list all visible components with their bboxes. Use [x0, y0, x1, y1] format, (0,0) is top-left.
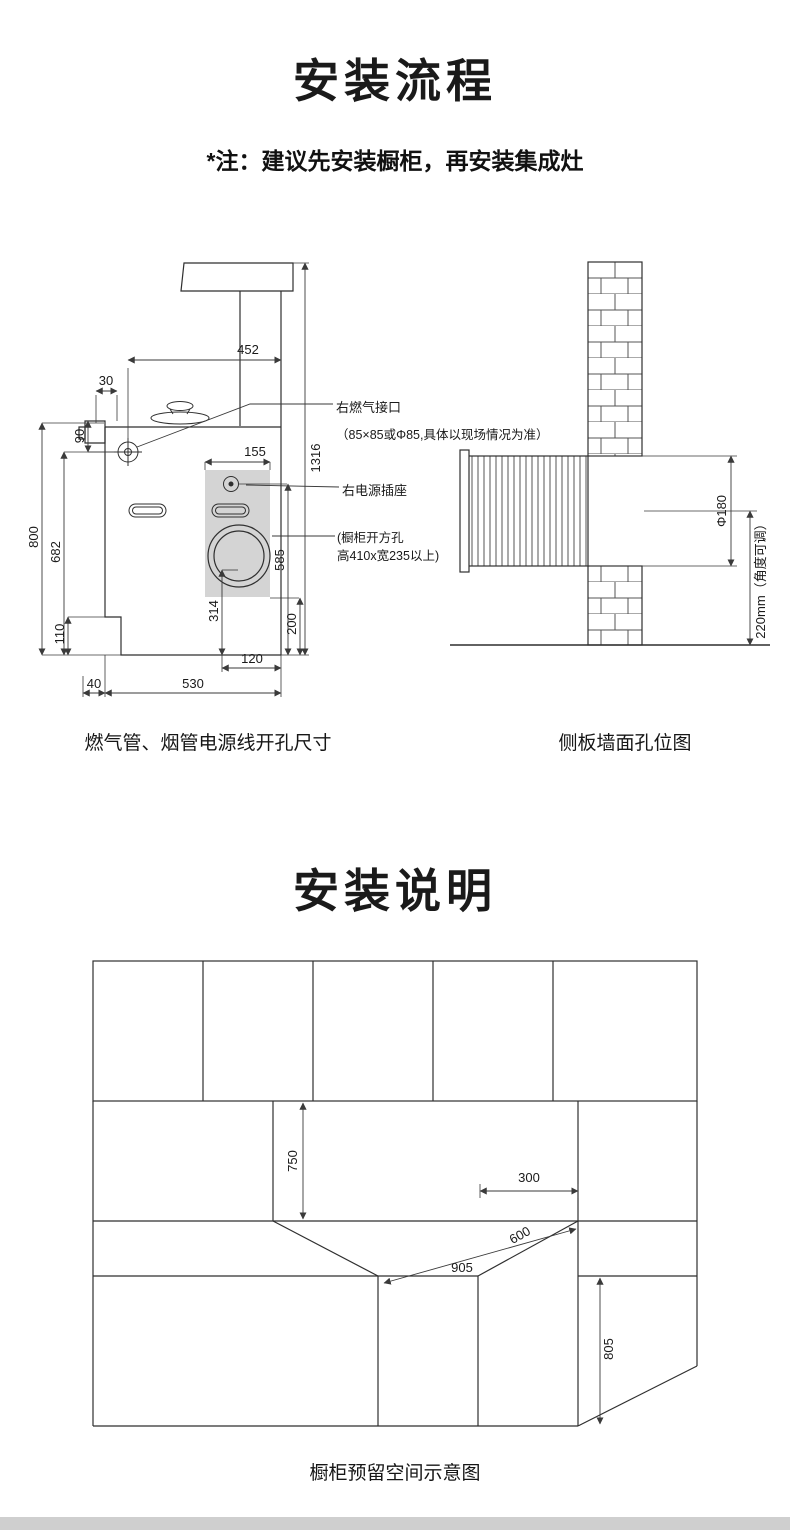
install-note: *注：建议先安装橱柜，再安装集成灶	[206, 148, 584, 174]
power-socket-icon	[223, 476, 239, 492]
dim-40: 40	[87, 676, 101, 691]
label-gas-port: 右燃气接口	[336, 400, 402, 415]
dim-200: 200	[284, 613, 299, 635]
flex-duct-icon	[459, 449, 589, 573]
upper-cabinets	[92, 960, 698, 1102]
dim-phi180: Φ180	[714, 495, 729, 527]
dim-30: 30	[99, 373, 113, 388]
wall-extension-lines	[590, 455, 757, 567]
dim-155: 155	[244, 444, 266, 459]
dim-800: 800	[26, 526, 41, 548]
label-gas-port-note: （85×85或Φ85,具体以现场情况为准）	[336, 428, 549, 442]
dim-120: 120	[241, 651, 263, 666]
dim-750: 750	[285, 1150, 300, 1172]
gas-port-icon	[114, 438, 142, 466]
dim-682: 682	[48, 541, 63, 563]
dim-600: 600	[507, 1223, 533, 1247]
dim-805: 805	[601, 1338, 616, 1360]
dimension-lines	[38, 262, 309, 697]
caption-cabinet-space: 橱柜预留空间示意图	[309, 1463, 481, 1484]
label-cabinet-hole-1: (橱柜开方孔	[337, 531, 404, 545]
stove-side-view-diagram: 452 30 90 800 682 110 314 585 200 1316 1…	[26, 262, 340, 697]
label-cabinet-hole-2: 高410x宽235以上)	[337, 549, 440, 563]
base-cabinets-and-gap	[92, 1101, 698, 1427]
footer-bar	[0, 1517, 790, 1530]
handle-slot-icons	[128, 503, 250, 518]
burner-icon	[150, 401, 210, 425]
brick-wall	[587, 261, 643, 646]
dim-530: 530	[182, 676, 204, 691]
title-install-instructions: 安装说明	[293, 865, 497, 917]
caption-hole-dimensions: 燃气管、烟管电源线开孔尺寸	[84, 733, 332, 754]
dim-300: 300	[518, 1170, 540, 1185]
cabinet-dimension-texts: 750 300 600 905 805	[285, 1150, 616, 1360]
wall-dimension-lines	[727, 455, 754, 646]
dim-585: 585	[272, 549, 287, 571]
flue-hole-icon	[207, 524, 271, 588]
dim-314: 314	[206, 600, 221, 622]
title-install-process: 安装流程	[293, 55, 497, 107]
wall-hole-diagram: Φ180 220mm（角度可调）	[450, 261, 770, 646]
dim-220: 220mm（角度可调）	[753, 517, 768, 638]
wall-dimension-texts: Φ180 220mm（角度可调）	[714, 495, 768, 639]
dim-1316: 1316	[308, 444, 323, 473]
label-power-socket: 右电源插座	[342, 483, 408, 498]
dim-905: 905	[451, 1260, 473, 1275]
dim-452: 452	[237, 342, 259, 357]
cabinet-dimension-lines	[299, 1102, 604, 1425]
dimension-texts: 452 30 90 800 682 110 314 585 200 1316 1…	[26, 342, 323, 691]
cabinet-space-diagram: 750 300 600 905 805	[92, 960, 698, 1427]
leader-lines	[136, 403, 340, 537]
dim-90: 90	[72, 429, 87, 443]
caption-wall-holes: 侧板墙面孔位图	[558, 733, 692, 754]
dim-110: 110	[52, 624, 67, 645]
